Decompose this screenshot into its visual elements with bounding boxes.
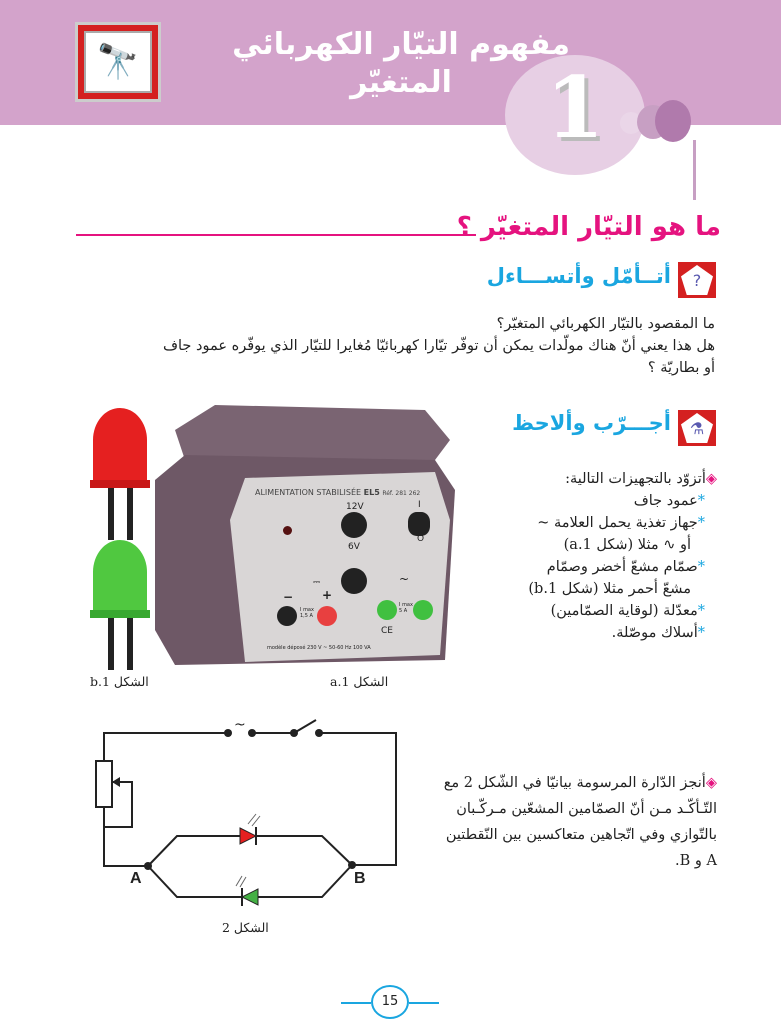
footer-rule — [341, 1002, 371, 1004]
fig1b-caption: الشكل 1.b — [90, 674, 149, 689]
wire — [252, 732, 397, 866]
lab-equipment-icon: ⚗ — [681, 413, 713, 443]
star-bullet-icon: * — [697, 493, 705, 509]
fig1a-caption: الشكل 1.a — [330, 674, 389, 689]
circuit-diagram — [95, 719, 397, 906]
light-arrows-icon — [247, 813, 261, 827]
terminal-ac — [413, 600, 433, 620]
power-supply-photo: ALIMENTATION STABILISÉE EL5 Réf. 281 262… — [155, 400, 455, 670]
switch-contact — [290, 729, 298, 737]
rheostat-wiper — [112, 777, 120, 787]
star-bullet-icon: * — [697, 625, 705, 641]
chapter-icon-frame: 🔭 — [75, 22, 161, 102]
light-arrows-icon — [235, 875, 247, 888]
terminal-plus — [317, 606, 337, 626]
node-a — [144, 862, 152, 870]
wire — [147, 835, 353, 867]
terminal — [248, 729, 256, 737]
decor-dot — [655, 100, 691, 142]
equipment-list: ◈أتزوّد بالتجهيزات التالية: *عمود جاف *ج… — [528, 471, 717, 641]
power-switch — [408, 512, 430, 536]
terminal-ac — [377, 600, 397, 620]
observe-title: أتــأمّل وأتســـاءل — [486, 264, 671, 288]
leds-photo — [90, 408, 150, 670]
task-text: ◈أنجز الدّارة المرسومة بيانيّا في الشّكل… — [443, 775, 717, 869]
star-bullet-icon: * — [697, 559, 705, 575]
heading-rule — [76, 234, 476, 236]
node-b-label: B — [354, 870, 366, 887]
diamond-bullet-icon: ◈ — [705, 775, 717, 791]
telescope-observer-icon: 🔭 — [84, 31, 152, 93]
red-led — [239, 827, 258, 845]
footer-rule — [409, 1002, 439, 1004]
node-a-label: A — [130, 870, 142, 887]
experiment-icon-frame: ⚗ — [678, 410, 716, 446]
switch-contact — [315, 729, 323, 737]
wire — [103, 732, 228, 867]
terminal-minus — [277, 606, 297, 626]
chapter-number: 1 — [545, 58, 605, 157]
green-led — [240, 888, 259, 906]
decor-dot — [620, 112, 642, 134]
star-bullet-icon: * — [697, 515, 705, 531]
wire — [147, 864, 353, 898]
observe-text: ما المقصود بالتيّار الكهربائي المتغيّر؟ … — [162, 316, 715, 376]
voltage-knob — [341, 512, 367, 538]
observe-icon-frame: ? — [678, 262, 716, 298]
switch — [293, 719, 317, 734]
experiment-title: أجـــرّب وألاحظ — [512, 411, 671, 435]
output-knob — [341, 568, 367, 594]
diamond-bullet-icon: ◈ — [705, 471, 717, 487]
rheostat — [95, 760, 113, 808]
terminal — [224, 729, 232, 737]
star-bullet-icon: * — [697, 603, 705, 619]
indicator-lamp — [283, 526, 292, 535]
section-heading: ما هو التيّار المتغيّر ؟ — [456, 212, 721, 242]
node-b — [348, 861, 356, 869]
fig2-caption: الشكل 2 — [222, 920, 269, 935]
magnifier-question-icon: ? — [681, 265, 713, 295]
decor-line — [693, 140, 696, 200]
ac-symbol: ~ — [234, 717, 246, 733]
page-number: 15 — [371, 985, 409, 1019]
